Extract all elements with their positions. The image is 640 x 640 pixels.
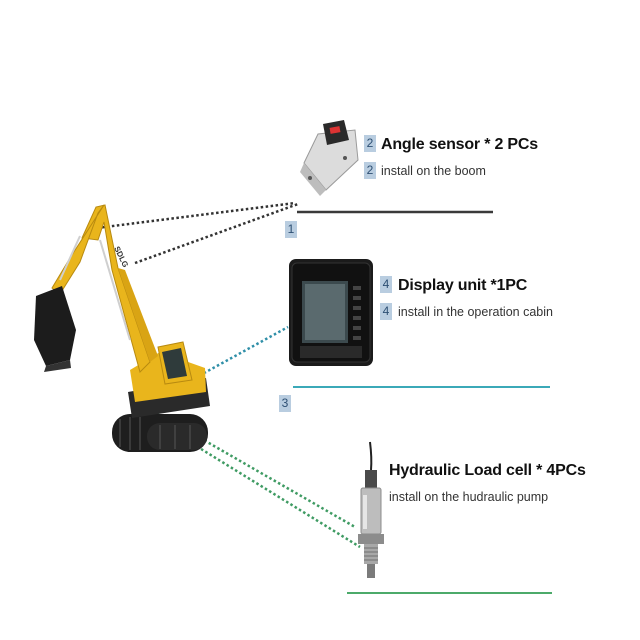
cabin-line-number: 3: [279, 395, 291, 412]
excavator-icon: SDLG: [34, 204, 210, 452]
load-cell-title: Hydraulic Load cell * 4PCs: [389, 462, 586, 479]
display-title-badge: 4: [380, 276, 392, 293]
display-subtitle-badge: 4: [380, 303, 392, 320]
angle-sensor-icon: [300, 120, 359, 196]
display-unit-subtitle: install in the operation cabin: [398, 305, 553, 319]
cabin-connector: [194, 325, 289, 380]
load-cell-icon: [358, 441, 384, 578]
boom-line-number: 1: [285, 221, 297, 238]
boom-connectors: [96, 201, 299, 265]
angle-sensor-subtitle: install on the boom: [381, 164, 486, 178]
display-unit-icon: [289, 259, 373, 366]
angle-subtitle-badge: 2: [364, 162, 376, 179]
angle-sensor-title: Angle sensor * 2 PCs: [381, 136, 538, 153]
load-cell-subtitle: install on the hudraulic pump: [389, 490, 549, 504]
angle-title-badge: 2: [364, 135, 376, 152]
display-unit-title: Display unit *1PC: [398, 277, 528, 294]
